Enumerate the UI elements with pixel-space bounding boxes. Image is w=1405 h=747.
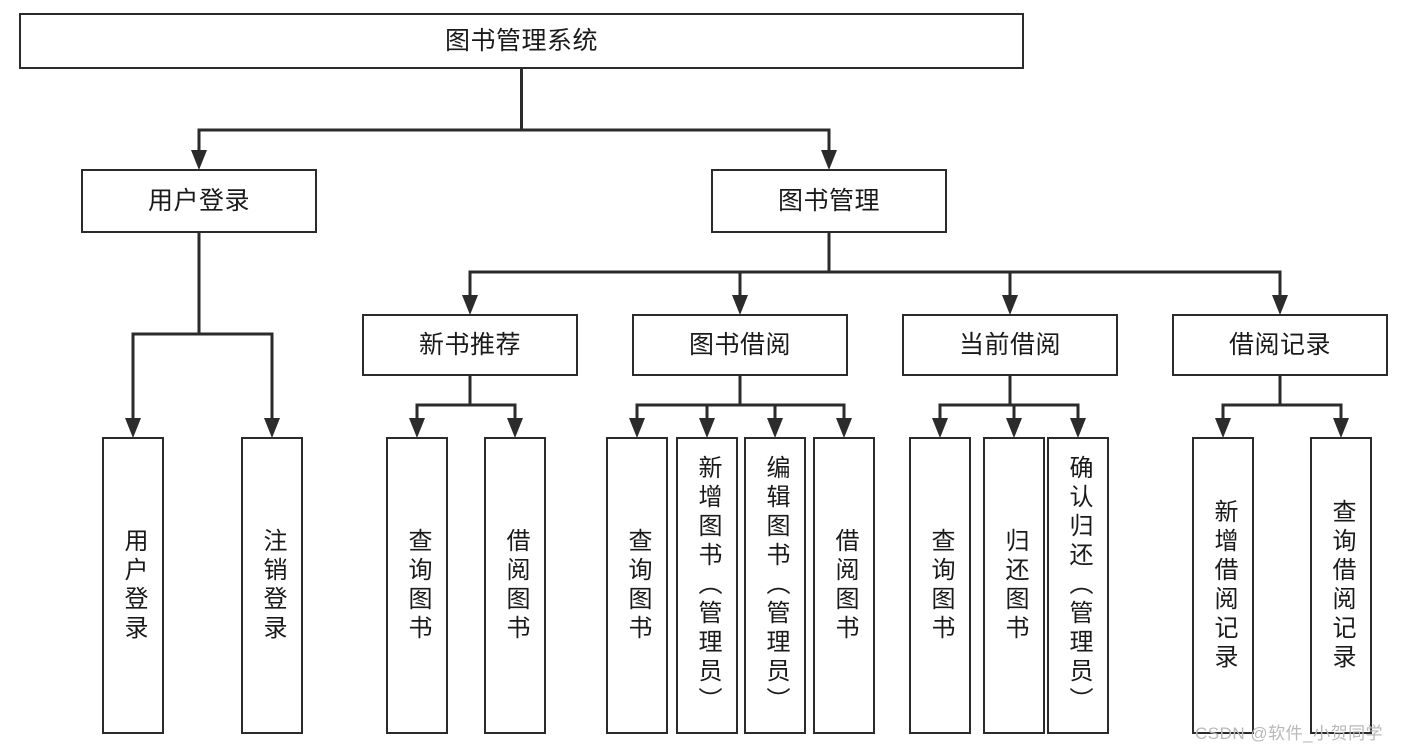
node-label: 借阅记录 [1228,330,1331,359]
node-label: 用户登录 [147,186,250,215]
arrowhead-leaf-user-logout [264,418,280,438]
node-label: 查询借阅记录 [1328,498,1355,673]
node-label: 查询图书 [624,527,651,644]
node-leaf-borrow-book-2[interactable]: 借阅图书 [813,437,875,734]
node-leaf-query-book-1[interactable]: 查询图书 [386,437,448,734]
arrowhead-leaf-add-book [699,418,715,438]
node-label: 图书管理 [777,186,880,215]
node-leaf-query-book-3[interactable]: 查询图书 [909,437,971,734]
arrowhead-borrow-record [1272,295,1288,315]
watermark-label: CSDN @软件_小贺同学 [1195,724,1384,743]
arrowhead-new-book-rec [462,295,478,315]
arrowhead-current-borrow [1002,295,1018,315]
node-user-login[interactable]: 用户登录 [81,169,317,233]
node-label: 编辑图书（管理员） [762,455,789,716]
node-leaf-user-logout[interactable]: 注销登录 [241,437,303,734]
node-label: 借阅图书 [831,527,858,644]
arrowhead-leaf-borrow-book-2 [836,418,852,438]
arrowhead-leaf-confirm-return [1070,418,1086,438]
arrowhead-leaf-query-book-3 [932,418,948,438]
node-label: 用户登录 [120,527,147,644]
node-book-manage[interactable]: 图书管理 [711,169,947,233]
node-new-book-rec[interactable]: 新书推荐 [362,314,578,376]
node-label: 新增图书（管理员） [694,455,721,716]
arrowhead-leaf-return-book [1006,418,1022,438]
node-leaf-query-book-2[interactable]: 查询图书 [606,437,668,734]
arrowhead-leaf-query-record [1333,418,1349,438]
node-label: 当前借阅 [958,330,1061,359]
node-borrow-record[interactable]: 借阅记录 [1172,314,1388,376]
node-current-borrow[interactable]: 当前借阅 [902,314,1118,376]
arrowhead-leaf-query-book-2 [629,418,645,438]
node-label: 图书借阅 [688,330,791,359]
arrowhead-leaf-borrow-book-1 [507,418,523,438]
node-label: 查询图书 [404,527,431,644]
node-label: 新增借阅记录 [1210,498,1237,673]
node-label: 图书管理系统 [444,26,598,55]
arrowhead-book-borrow [732,295,748,315]
node-leaf-query-record[interactable]: 查询借阅记录 [1310,437,1372,734]
node-label: 查询图书 [927,527,954,644]
node-leaf-return-book[interactable]: 归还图书 [983,437,1045,734]
node-leaf-edit-book[interactable]: 编辑图书（管理员） [744,437,806,734]
node-leaf-user-login[interactable]: 用户登录 [102,437,164,734]
node-label: 借阅图书 [502,527,529,644]
arrowhead-book-manage [821,150,837,170]
node-label: 归还图书 [1001,527,1028,644]
arrowhead-leaf-edit-book [767,418,783,438]
node-label: 新书推荐 [418,330,521,359]
node-leaf-confirm-return[interactable]: 确认归还（管理员） [1047,437,1109,734]
node-leaf-add-record[interactable]: 新增借阅记录 [1192,437,1254,734]
arrowhead-user-login [191,150,207,170]
node-leaf-add-book[interactable]: 新增图书（管理员） [676,437,738,734]
arrowhead-leaf-add-record [1215,418,1231,438]
node-root[interactable]: 图书管理系统 [19,13,1024,69]
node-book-borrow[interactable]: 图书借阅 [632,314,848,376]
node-label: 注销登录 [259,527,286,644]
arrowhead-leaf-user-login [125,418,141,438]
node-leaf-borrow-book-1[interactable]: 借阅图书 [484,437,546,734]
arrowhead-leaf-query-book-1 [409,418,425,438]
node-label: 确认归还（管理员） [1065,455,1092,716]
